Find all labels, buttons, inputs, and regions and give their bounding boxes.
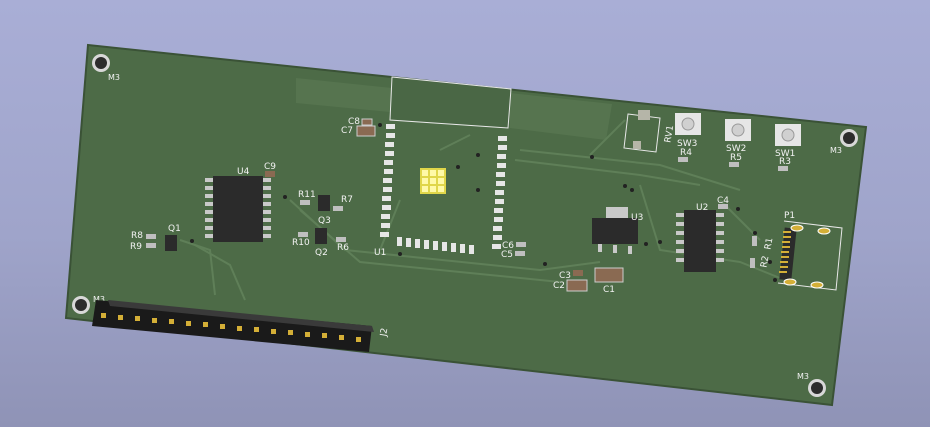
- label-c9: C9: [264, 162, 276, 172]
- component-sw2: [725, 119, 751, 141]
- label-u1: U1: [374, 248, 386, 258]
- mounting-hole-tl: [92, 54, 110, 72]
- component-q2: [315, 228, 327, 244]
- label-r1: R1: [763, 237, 775, 251]
- component-c8: [361, 118, 373, 126]
- label-r11: R11: [298, 190, 316, 200]
- label-sw1: SW1: [775, 149, 795, 159]
- label-j2: J2: [379, 327, 390, 338]
- label-u2: U2: [696, 203, 708, 213]
- component-u3: [592, 207, 638, 254]
- component-r6: [336, 237, 346, 242]
- component-r11: [300, 200, 310, 205]
- component-r1: [752, 236, 757, 246]
- component-u4: [205, 176, 271, 242]
- antenna-keepout: [389, 76, 512, 129]
- label-r4: R4: [680, 148, 692, 158]
- label-m3-br: M3: [797, 372, 809, 381]
- component-r8: [146, 234, 156, 239]
- label-m3-tr: M3: [830, 146, 842, 155]
- component-c5: [515, 251, 525, 256]
- label-m3-bl: M3: [93, 295, 105, 304]
- label-sw2: SW2: [726, 144, 746, 154]
- label-rv1: RV1: [663, 125, 676, 144]
- component-r9: [146, 243, 156, 248]
- component-c2: [566, 279, 588, 292]
- component-r3: [778, 166, 788, 171]
- mounting-hole-tr: [840, 129, 858, 147]
- component-j2: [92, 300, 374, 352]
- label-u4: U4: [237, 167, 250, 177]
- label-r2: R2: [759, 255, 771, 269]
- component-p1: [777, 220, 843, 291]
- label-p1: P1: [784, 211, 795, 221]
- component-sw1: [775, 124, 801, 146]
- component-q1: [165, 235, 177, 251]
- component-rv1: [623, 110, 661, 153]
- label-r7: R7: [341, 195, 353, 205]
- label-r9: R9: [130, 242, 142, 252]
- u1-module: [380, 124, 507, 254]
- label-r3: R3: [779, 157, 791, 167]
- component-r10: [298, 232, 308, 237]
- component-q3: [318, 195, 330, 211]
- label-c8: C8: [348, 117, 360, 127]
- component-c9: [265, 171, 275, 177]
- component-c7: [356, 125, 376, 137]
- label-r5: R5: [730, 153, 742, 163]
- label-sw3: SW3: [677, 139, 697, 149]
- pcb-board: [64, 43, 868, 407]
- component-c4: [718, 204, 728, 209]
- label-r8: R8: [131, 231, 143, 241]
- label-m3-tl: M3: [108, 73, 120, 82]
- label-r10: R10: [292, 238, 310, 248]
- label-c6: C6: [502, 241, 514, 251]
- label-c1: C1: [603, 285, 615, 295]
- label-q3: Q3: [318, 216, 331, 226]
- label-r6: R6: [337, 243, 349, 253]
- mounting-hole-br: [808, 379, 826, 397]
- component-r5: [729, 162, 739, 167]
- component-sw3: [675, 113, 701, 135]
- component-c6: [516, 242, 526, 247]
- component-r2: [750, 258, 755, 268]
- mounting-hole-bl: [72, 296, 90, 314]
- label-u3: U3: [631, 213, 643, 223]
- label-c3: C3: [559, 271, 571, 281]
- component-u2: [676, 210, 724, 272]
- vias: [190, 123, 777, 282]
- label-q1: Q1: [168, 224, 181, 234]
- component-r7: [333, 206, 343, 211]
- component-c1: [594, 267, 624, 283]
- component-c3: [573, 270, 583, 276]
- copper-pour-right: [510, 93, 612, 140]
- copper-pour-top: [296, 78, 392, 112]
- label-c5: C5: [501, 250, 513, 260]
- label-c2: C2: [553, 281, 565, 291]
- label-c4: C4: [717, 196, 729, 206]
- label-c7: C7: [341, 126, 353, 136]
- component-r4: [678, 157, 688, 162]
- label-q2: Q2: [315, 248, 328, 258]
